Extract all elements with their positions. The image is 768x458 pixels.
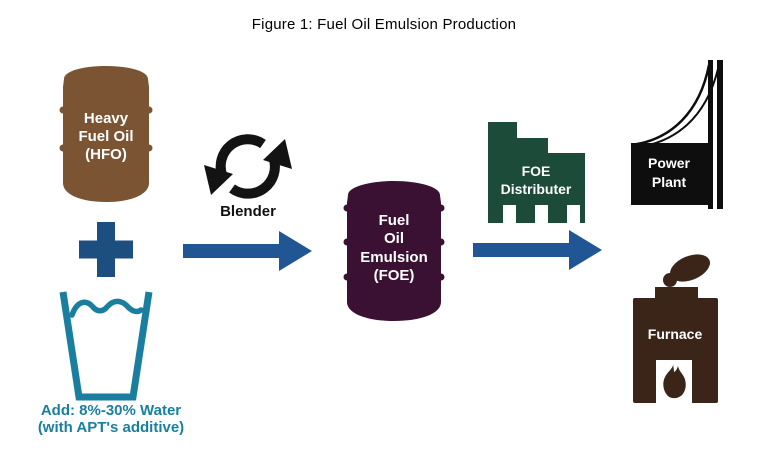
power-plant-label-line2: Plant	[652, 174, 687, 190]
water-glass-shape	[59, 291, 153, 401]
hfo-hoop	[145, 106, 153, 114]
foe-barrel-shape	[343, 181, 445, 321]
glass-outline	[59, 291, 153, 401]
figure-title: Figure 1: Fuel Oil Emulsion Production	[251, 16, 517, 33]
foe-distributer-icon: FOE Distributer	[488, 122, 585, 223]
blender-arrowhead-left	[204, 165, 233, 195]
power-plant-building	[631, 143, 708, 205]
hfo-barrel-shape	[59, 66, 153, 202]
distributer-label-line2: Distributer	[501, 181, 572, 197]
cable-line	[630, 64, 711, 147]
foe-hoop	[437, 238, 445, 246]
blender-arrowhead-right	[263, 139, 292, 169]
furnace-chimney	[655, 287, 698, 301]
foe-barrel-icon: Fuel Oil Emulsion (FOE)	[343, 181, 445, 321]
hfo-label-line3: (HFO)	[85, 146, 127, 163]
hfo-hoop	[59, 106, 67, 114]
foe-label-line3: Emulsion	[360, 249, 428, 266]
arrow-right-1	[183, 231, 312, 271]
arrow-shape	[183, 231, 312, 271]
foe-hoop	[343, 273, 351, 281]
hfo-barrel-icon: Heavy Fuel Oil (HFO)	[59, 66, 153, 202]
furnace-icon: Furnace	[633, 254, 718, 403]
foe-label-line1: Fuel	[379, 212, 410, 229]
water-glass-icon	[59, 291, 153, 401]
flame-icon	[663, 363, 686, 399]
power-plant-stack-bar	[708, 60, 713, 209]
hfo-label-line1: Heavy	[84, 110, 129, 127]
hfo-hoop	[145, 144, 153, 152]
hfo-hoop	[59, 144, 67, 152]
distributer-building-shape	[488, 122, 585, 223]
foe-hoop	[343, 238, 351, 246]
smoke-puff	[670, 254, 710, 282]
hfo-barrel-body	[63, 66, 149, 202]
arrow-shape	[473, 230, 602, 270]
blender-label: Blender	[220, 203, 276, 220]
power-plant-stack-bar	[717, 60, 723, 209]
distributer-label-line1: FOE	[522, 163, 551, 179]
arrow-right-2	[473, 230, 602, 270]
power-plant-icon: Power Plant	[630, 60, 723, 209]
blender-icon	[204, 134, 292, 199]
hfo-label-line2: Fuel Oil	[78, 128, 133, 145]
furnace-building	[633, 298, 718, 403]
power-plant-cables	[630, 64, 719, 149]
blender-arc-top	[215, 134, 266, 179]
water-caption-line1: Add: 8%-30% Water	[40, 402, 182, 419]
blender-arcs	[215, 134, 280, 199]
foe-hoop	[437, 204, 445, 212]
water-caption-line2: (with APT's additive)	[37, 418, 185, 436]
blender-arc-bottom	[229, 156, 280, 199]
foe-label-line4: (FOE)	[374, 267, 415, 284]
blender-arrowheads	[204, 139, 292, 195]
plus-shape	[79, 222, 133, 277]
water-caption: Add: 8%-30% Water (with APT's additive)	[18, 402, 204, 436]
foe-barrel-body	[347, 181, 441, 321]
furnace-solids	[633, 254, 718, 403]
smoke-puff	[663, 273, 677, 287]
foe-hoop	[437, 273, 445, 281]
smoke-icon	[663, 254, 710, 287]
foe-hoop	[343, 204, 351, 212]
cable-line	[630, 68, 719, 149]
foe-label-line2: Oil	[384, 230, 404, 247]
power-plant-solids	[631, 60, 723, 209]
plus-icon	[79, 222, 133, 277]
power-plant-label-line1: Power	[648, 155, 691, 171]
furnace-label: Furnace	[648, 326, 703, 342]
water-wave	[69, 298, 144, 318]
